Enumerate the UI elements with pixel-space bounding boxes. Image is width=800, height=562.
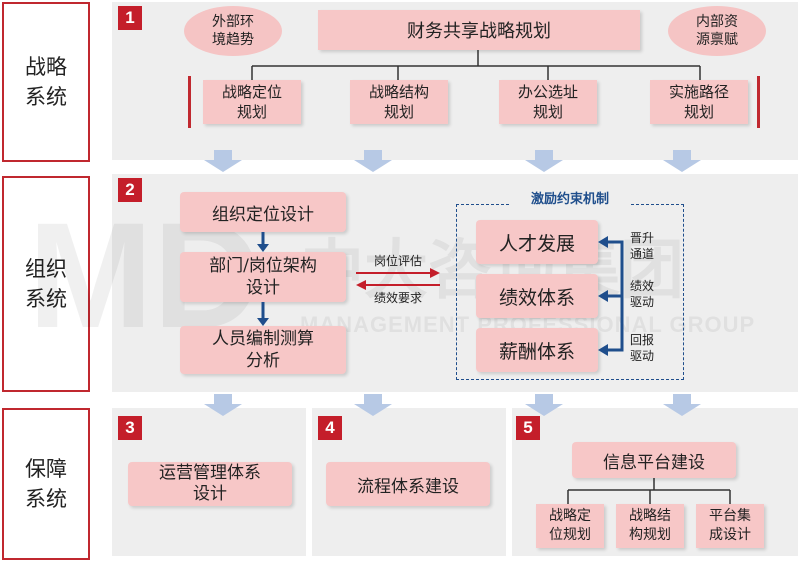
org-positioning-design-box: 组织定位设计 — [180, 192, 346, 232]
staffing-calculation-box: 人员编制测算 分析 — [180, 326, 346, 374]
incentive-mechanism-title: 激励约束机制 — [510, 192, 630, 208]
external-environment-bubble: 外部环 境趋势 — [184, 6, 282, 56]
compensation-system-box: 薪酬体系 — [476, 328, 598, 372]
section1-left-bar — [188, 76, 191, 128]
strategy-item-structure: 战略结构 规划 — [350, 80, 448, 124]
performance-requirement-label: 绩效要求 — [373, 291, 422, 305]
sidebar-strategy-label: 战略 系统 — [25, 55, 67, 109]
section-number-4: 4 — [318, 416, 342, 440]
section-number-3: 3 — [118, 416, 142, 440]
sidebar-organization-label: 组织 系统 — [25, 257, 67, 311]
reward-driven-label: 回报 驱动 — [629, 333, 654, 363]
section-number-5: 5 — [516, 416, 540, 440]
process-system-box: 流程体系建设 — [326, 462, 490, 506]
internal-resource-bubble: 内部资 源禀赋 — [668, 6, 766, 56]
platform-strategy-positioning-box: 战略定 位规划 — [536, 504, 604, 548]
talent-development-box: 人才发展 — [476, 220, 598, 264]
operations-management-box: 运营管理体系 设计 — [128, 462, 292, 506]
info-platform-box: 信息平台建设 — [572, 442, 736, 478]
sidebar-strategy: 战略 系统 — [2, 2, 90, 162]
sidebar-support: 保障 系统 — [2, 408, 90, 560]
platform-integration-box: 平台集 成设计 — [696, 504, 764, 548]
sidebar-support-label: 保障 系统 — [25, 457, 67, 511]
role-evaluation-label: 岗位评估 — [373, 254, 422, 268]
section1-right-bar — [757, 76, 760, 128]
strategy-title-box: 财务共享战略规划 — [318, 10, 640, 50]
strategy-item-positioning: 战略定位 规划 — [203, 80, 301, 124]
performance-system-box: 绩效体系 — [476, 274, 598, 318]
performance-driven-label: 绩效 驱动 — [629, 279, 654, 309]
section-number-1: 1 — [118, 6, 142, 30]
strategy-item-office-location: 办公选址 规划 — [499, 80, 597, 124]
sidebar-organization: 组织 系统 — [2, 176, 90, 392]
platform-strategy-structure-box: 战略结 构规划 — [616, 504, 684, 548]
section-number-2: 2 — [118, 178, 142, 202]
strategy-item-implementation: 实施路径 规划 — [650, 80, 748, 124]
promotion-channel-label: 晋升 通道 — [629, 231, 654, 261]
department-role-structure-box: 部门/岗位架构 设计 — [180, 252, 346, 302]
